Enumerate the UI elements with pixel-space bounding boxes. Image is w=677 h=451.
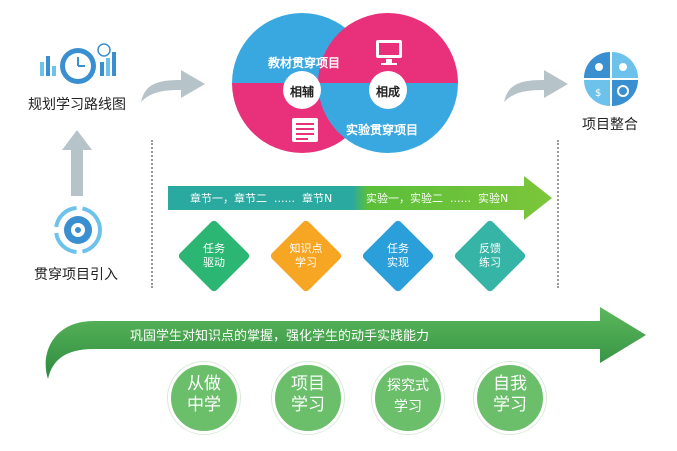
complement-label-1: 相辅 bbox=[290, 85, 315, 99]
timeline-experiments: 实验一，实验二 ...... 实验N bbox=[366, 192, 509, 205]
timeline-arrow bbox=[168, 176, 552, 220]
route-plan-icon bbox=[40, 43, 116, 84]
circle-project-learning bbox=[272, 362, 344, 434]
diamond-task-implementation-text: 任务实现 bbox=[387, 242, 409, 269]
circle-project-learning-text: 项目学习 bbox=[291, 374, 325, 415]
textbook-project-label: 教材贯穿项目 bbox=[268, 56, 341, 70]
bottom-arrow bbox=[45, 307, 646, 379]
bottom-arrow-text: 巩固学生对知识点的掌握，强化学生的动手实践能力 bbox=[130, 329, 430, 344]
circle-inquiry-learning bbox=[372, 362, 444, 434]
gear-cycle-icon bbox=[54, 206, 102, 254]
document-icon bbox=[292, 118, 318, 142]
experiment-project-label: 实验贯穿项目 bbox=[346, 123, 419, 137]
circle-learning-by-doing-text: 从做中学 bbox=[187, 374, 221, 415]
divider-left bbox=[151, 140, 153, 288]
projects-venn-graphic bbox=[232, 13, 458, 153]
circle-self-learning bbox=[474, 362, 546, 434]
diamond-task-driven-text: 任务驱动 bbox=[203, 242, 225, 269]
curve-arrow-left-icon bbox=[141, 70, 205, 102]
complement-label-2: 相成 bbox=[376, 85, 401, 99]
plan-label: 规划学习路线图 bbox=[28, 97, 126, 113]
circle-self-learning-text: 自我学习 bbox=[493, 374, 527, 415]
monitor-icon bbox=[376, 40, 402, 65]
curve-arrow-right-icon bbox=[504, 70, 568, 102]
diamond-knowledge-learning-text: 知识点学习 bbox=[289, 242, 323, 269]
integration-label: 项目整合 bbox=[582, 117, 638, 133]
circle-inquiry-learning-text: 探究式学习 bbox=[387, 378, 429, 415]
svg-text:$: $ bbox=[595, 88, 601, 99]
circle-learning-by-doing bbox=[168, 362, 240, 434]
divider-right bbox=[557, 140, 559, 288]
intro-label: 贯穿项目引入 bbox=[34, 267, 118, 283]
diamond-feedback-practice-text: 反馈练习 bbox=[479, 242, 501, 269]
timeline-chapters: 章节一，章节二 ...... 章节N bbox=[190, 192, 333, 205]
project-integration-icon: $ bbox=[584, 52, 638, 106]
up-arrow-icon bbox=[62, 130, 92, 196]
